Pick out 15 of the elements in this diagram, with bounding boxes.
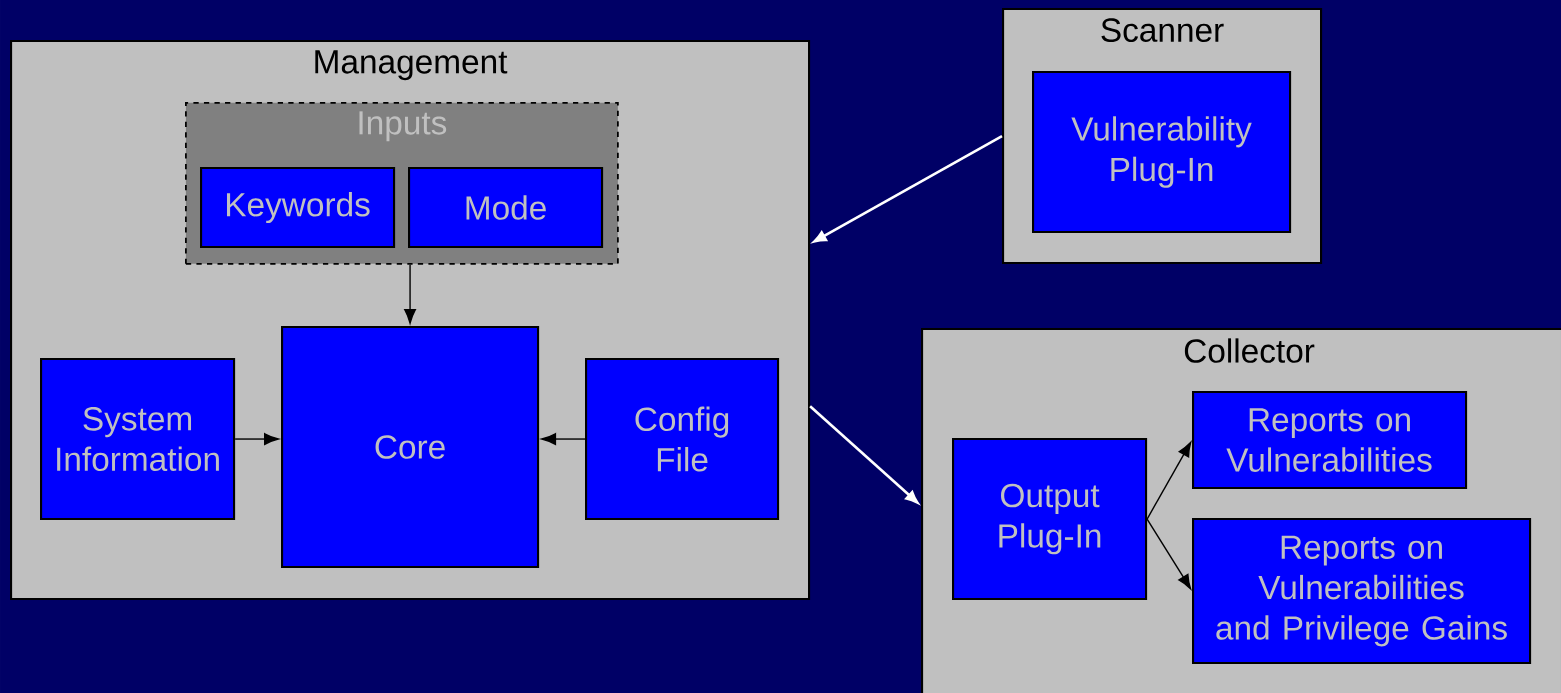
process-box: Mode (408, 167, 604, 249)
process-box: System Information (40, 358, 236, 521)
process-box: Config File (585, 358, 780, 521)
arrow (1146, 518, 1192, 590)
process-box: Reports on Vulnerabilities (1192, 391, 1468, 490)
process-box: Vulnerability Plug-In (1032, 71, 1292, 234)
arrow (404, 264, 417, 324)
process-box: Core (281, 326, 540, 569)
arrow (234, 433, 279, 445)
arrow (1146, 441, 1192, 520)
process-box: Keywords (200, 167, 396, 249)
arrow (541, 433, 586, 445)
process-box: Output Plug-In (952, 438, 1148, 601)
arrow (809, 405, 919, 504)
process-box: Reports on Vulnerabilities and Privilege Gains (1192, 518, 1532, 665)
